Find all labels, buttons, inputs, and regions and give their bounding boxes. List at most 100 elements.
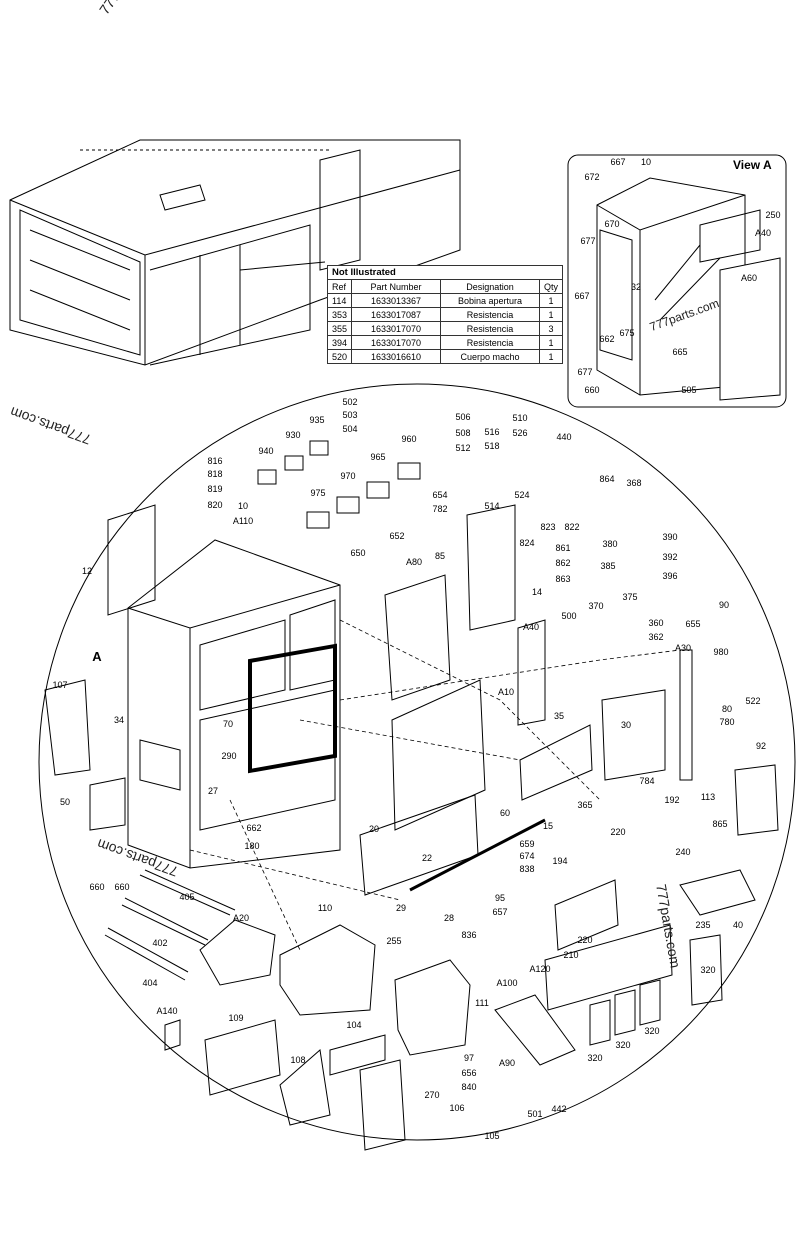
- panel-12: [107, 504, 156, 616]
- callout-label: 34: [113, 715, 125, 725]
- panel-30: [601, 689, 666, 781]
- callout-label: 660: [584, 385, 600, 395]
- detail-circle: [38, 383, 796, 1141]
- callout-label: 677: [580, 236, 596, 246]
- panel-a40: [517, 619, 546, 726]
- callout-label: 442: [551, 1104, 567, 1114]
- block-320c: [639, 979, 661, 1026]
- callout-label: 385: [600, 561, 616, 571]
- plate-20: [359, 794, 479, 896]
- table-title: Not Illustrated: [326, 265, 564, 280]
- bar-404: [104, 927, 189, 981]
- callout-label: 180: [244, 841, 260, 851]
- callout-label: 501: [527, 1109, 543, 1119]
- callout-label: 70: [222, 719, 234, 729]
- table-cell: 3: [539, 321, 564, 336]
- callout-label: 516: [484, 427, 500, 437]
- bracket-108: [279, 1049, 331, 1126]
- table-cell: Resistencia: [440, 307, 541, 322]
- callout-label: 965: [370, 452, 386, 462]
- transformer-110: [279, 924, 376, 1016]
- callout-label: 655: [685, 619, 701, 629]
- callout-label: 820: [207, 500, 223, 510]
- table-cell: 114: [326, 293, 353, 308]
- callout-label: 240: [675, 847, 691, 857]
- frame-a140: [164, 1019, 181, 1051]
- callout-label: 30: [620, 720, 632, 730]
- callout-label: 865: [712, 819, 728, 829]
- callout-label: 677: [577, 367, 593, 377]
- callout-label: 504: [342, 424, 358, 434]
- callout-label: A40: [522, 622, 540, 632]
- breaker-111: [394, 959, 471, 1056]
- callout-label: 823: [540, 522, 556, 532]
- callout-label: A80: [405, 557, 423, 567]
- callout-label: 106: [449, 1103, 465, 1113]
- callout-label: 662: [246, 823, 262, 833]
- callout-label: 109: [228, 1013, 244, 1023]
- table-cell: Resistencia: [440, 335, 541, 350]
- panel-14: [466, 504, 516, 631]
- callout-label: A30: [674, 643, 692, 653]
- table-cell: 394: [326, 335, 353, 350]
- callout-label: 502: [342, 397, 358, 407]
- generator-container-overview: [9, 139, 461, 366]
- callout-label: 365: [577, 800, 593, 810]
- plate-220: [554, 879, 619, 951]
- view-a-title: View A: [733, 158, 772, 172]
- callout-label: 510: [512, 413, 528, 423]
- callout-label: 20: [368, 824, 380, 834]
- callout-label: 95: [494, 893, 506, 903]
- callout-label: 270: [424, 1090, 440, 1100]
- callout-label: 12: [81, 566, 93, 576]
- callout-label: 107: [52, 680, 68, 690]
- callout-label: 250: [765, 210, 781, 220]
- bracket-107: [44, 679, 91, 776]
- callout-label: 108: [290, 1055, 306, 1065]
- callout-label: 500: [561, 611, 577, 621]
- callout-label: 862: [555, 558, 571, 568]
- callout-label: 370: [588, 601, 604, 611]
- callout-label: 667: [574, 291, 590, 301]
- callout-label: 940: [258, 446, 274, 456]
- callout-label: 113: [700, 792, 716, 802]
- callout-label: 816: [207, 456, 223, 466]
- callout-label: 402: [152, 938, 168, 948]
- callout-label: 660: [114, 882, 130, 892]
- table-cell: 1: [539, 349, 564, 364]
- table-cell: 1633017070: [351, 335, 442, 350]
- callout-label: 824: [519, 538, 535, 548]
- plate-104: [329, 1034, 386, 1076]
- not-illustrated-table: Not Illustrated Ref Part Number Designat…: [326, 265, 564, 364]
- callout-label: 60: [499, 808, 511, 818]
- bar-60: [409, 818, 546, 892]
- callout-label: 650: [350, 548, 366, 558]
- rail-a30: [679, 649, 693, 781]
- breaker-113: [734, 764, 779, 836]
- callout-label: 505: [681, 385, 697, 395]
- callout-label: 27: [207, 786, 219, 796]
- callout-label: 675: [619, 328, 635, 338]
- table-cell: 520: [326, 349, 353, 364]
- table-cell: 1: [539, 335, 564, 350]
- callout-label: 10: [640, 157, 652, 167]
- callout-label: 836: [461, 930, 477, 940]
- callout-label: 80: [721, 704, 733, 714]
- callout-label: 111: [475, 998, 489, 1008]
- callout-label: 863: [555, 574, 571, 584]
- panel-35: [519, 724, 593, 801]
- table-cell: 353: [326, 307, 353, 322]
- callout-label: A110: [232, 516, 254, 526]
- column-header: Designation: [440, 279, 541, 294]
- callout-label: 110: [317, 903, 333, 913]
- grille-50: [89, 777, 126, 831]
- bracket-109: [204, 1019, 281, 1096]
- callout-label: 975: [310, 488, 326, 498]
- plate-320: [689, 934, 723, 1006]
- duct-a20: [199, 919, 276, 986]
- callout-label: 512: [455, 443, 471, 453]
- view-a-cabinet: [596, 177, 781, 401]
- callout-label: 514: [484, 501, 500, 511]
